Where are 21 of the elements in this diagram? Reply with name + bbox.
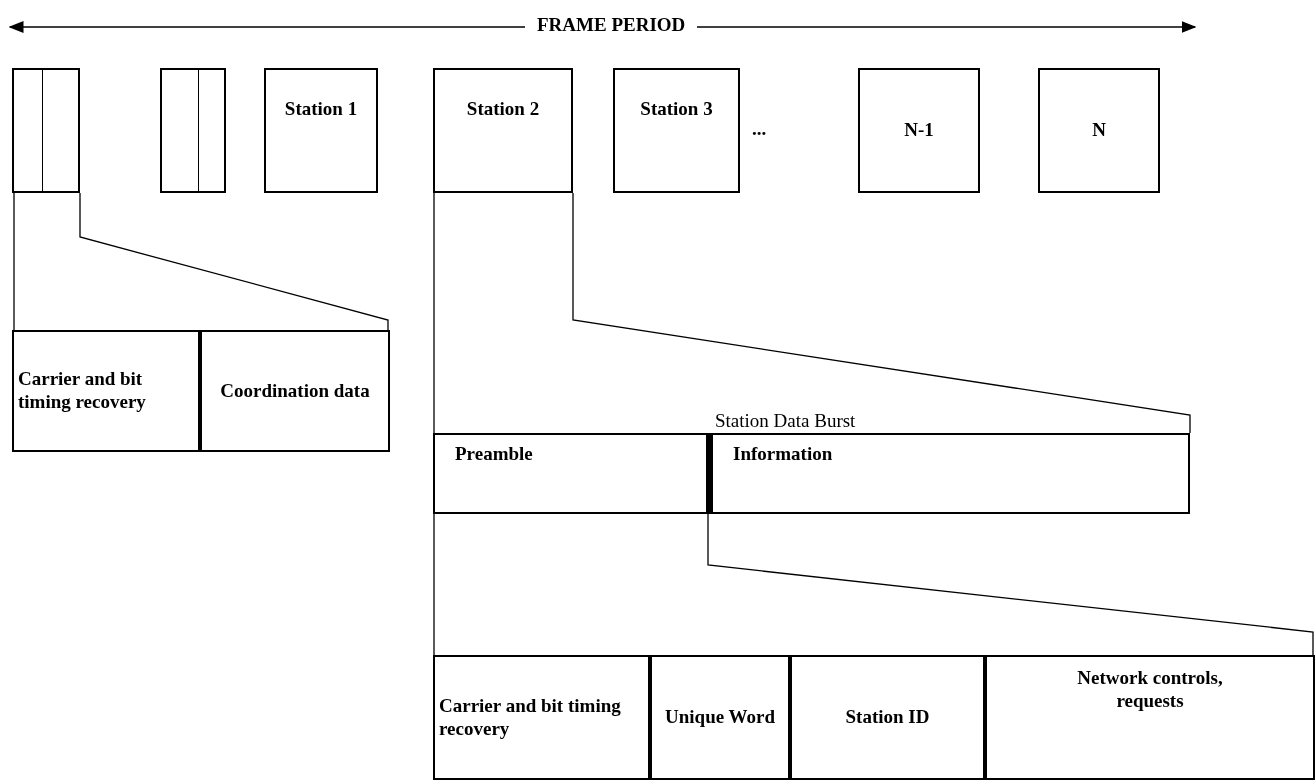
slot-box: N-1 [858,68,980,193]
expansion-line [79,192,389,331]
expansion-line [572,192,1191,434]
field-box: Information [708,433,1190,514]
expansion-line [433,513,435,656]
field-box: Carrier and bit timing recovery [12,330,200,452]
slot-box: Station 1 [264,68,378,193]
slot-box: N [1038,68,1160,193]
reference-burst-box [12,68,80,193]
slot-box: Station 2 [433,68,573,193]
slot-box: Station 3 [613,68,740,193]
field-box: Network controls, requests [985,655,1315,780]
field-box: Preamble [433,433,708,514]
field-box: Coordination data [200,330,390,452]
expansion-line [707,513,1314,656]
expansion-line [13,192,15,331]
field-box: Carrier and bit timing recovery [433,655,650,780]
expansion-line [433,192,435,434]
reference-burst-box [160,68,226,193]
field-box: Station ID [790,655,985,780]
field-box: Unique Word [650,655,790,780]
